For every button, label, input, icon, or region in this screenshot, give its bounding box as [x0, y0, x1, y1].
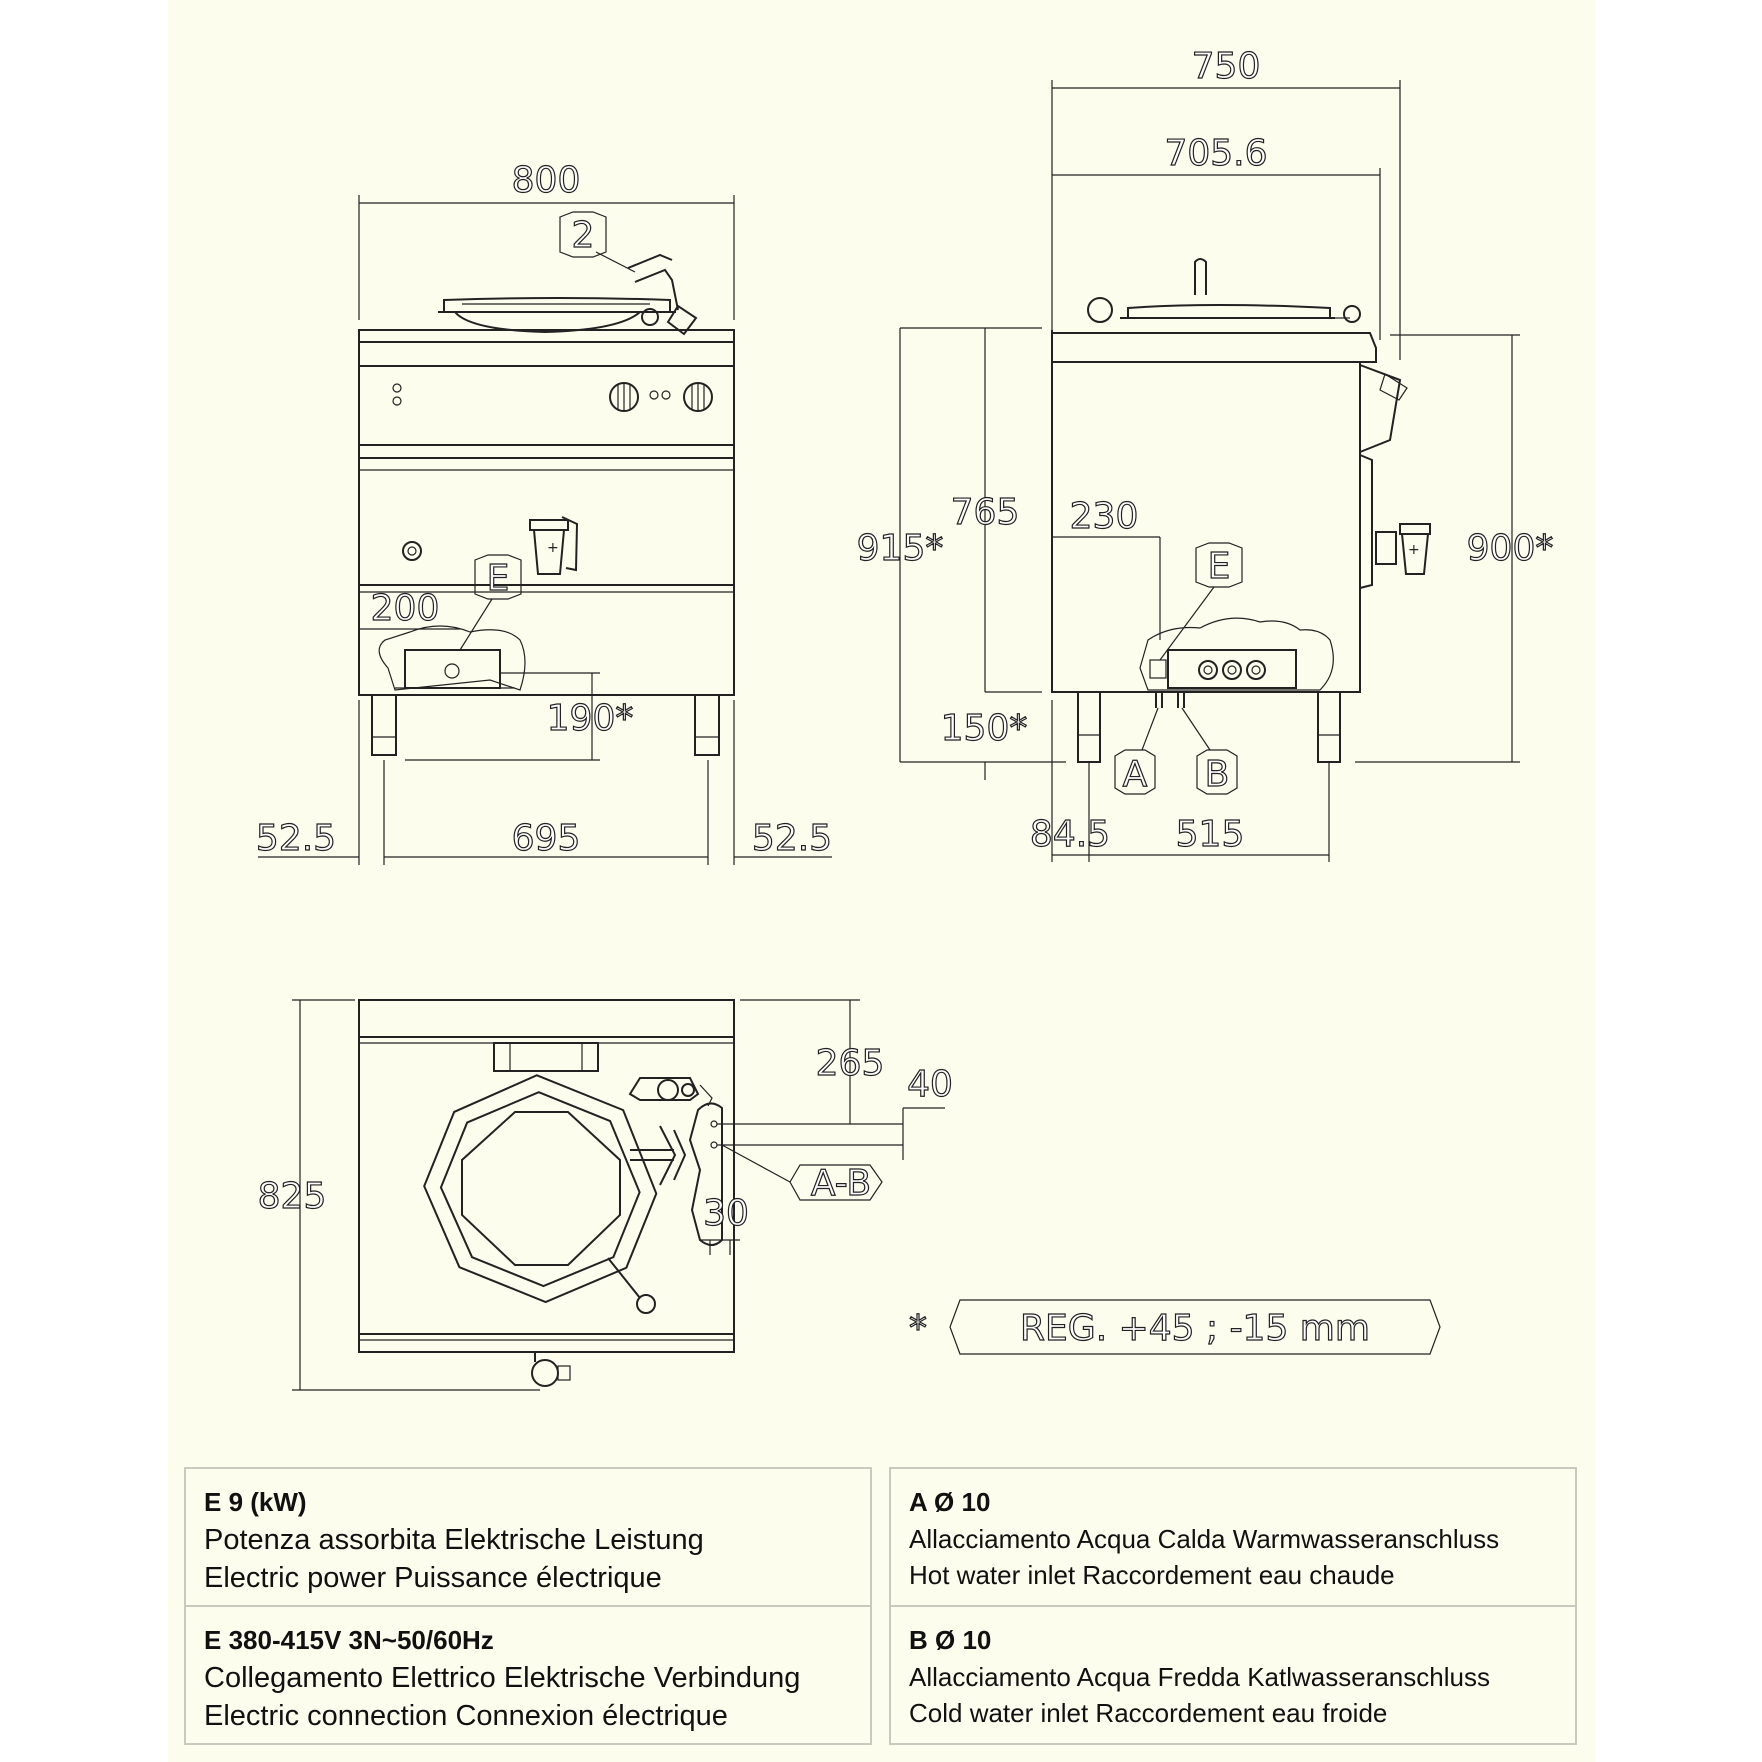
front-dim-leg-span: 695 — [512, 818, 581, 859]
side-callout-A: A — [1123, 754, 1148, 795]
front-dim-width: 800 — [512, 160, 581, 201]
callout-AB-frame — [789, 1164, 883, 1201]
regulation-note: * REG. +45 ; -15 mm — [908, 1299, 1441, 1355]
front-dim-leg-left: 52.5 — [256, 818, 336, 859]
callout-2: 2 — [572, 215, 595, 256]
callout-E-frame — [474, 554, 522, 600]
side-dim-230: 230 — [1070, 496, 1139, 537]
side-dim-depth: 750 — [1192, 46, 1261, 87]
spec-cold-water-line2: Cold water inlet Raccordement eau froide — [909, 1698, 1388, 1728]
front-dim-200: 200 — [371, 588, 440, 629]
top-callout-AB: A-B — [811, 1163, 871, 1204]
spec-electric-line2: Electric connection Connexion électrique — [204, 1700, 728, 1732]
control-knob-left — [609, 382, 639, 412]
spec-power-line2: Electric power Puissance électrique — [204, 1562, 662, 1594]
spec-hot-water-line2: Hot water inlet Raccordement eau chaude — [909, 1560, 1395, 1590]
indicator-light — [392, 383, 402, 393]
side-leg-rear — [1317, 691, 1341, 763]
spec-power: E 9 (kW) Potenza assorbita Elektrische L… — [184, 1467, 872, 1607]
callout-B-frame — [1196, 749, 1238, 795]
front-view: 800 2 — [255, 159, 833, 865]
spec-hot-water-title: A Ø 10 — [909, 1487, 991, 1517]
svg-text:+: + — [547, 540, 559, 556]
side-callout-E: E — [1208, 546, 1231, 587]
spec-electric-title: E 380-415V 3N~50/60Hz — [204, 1625, 494, 1655]
side-view: 750 705.6 + 230 — [856, 45, 1554, 862]
note-text: REG. +45 ; -15 mm — [1020, 1308, 1370, 1349]
spec-cold-water: B Ø 10 Allacciamento Acqua Fredda Katlwa… — [889, 1605, 1577, 1745]
side-dim-150: 150* — [941, 708, 1028, 749]
side-leg-front — [1077, 691, 1101, 763]
spec-hot-water: A Ø 10 Allacciamento Acqua Calda Warmwas… — [889, 1467, 1577, 1607]
spec-power-line1: Potenza assorbita Elektrische Leistung — [204, 1524, 704, 1556]
spec-electric-line1: Collegamento Elettrico Elektrische Verbi… — [204, 1662, 801, 1694]
svg-text:+: + — [1408, 542, 1420, 558]
callout-2-frame — [559, 211, 607, 258]
front-dim-190: 190* — [547, 698, 634, 739]
note-star: * — [909, 1308, 927, 1349]
top-dim-825: 825 — [258, 1176, 327, 1217]
side-drain-valve: + — [1375, 523, 1431, 575]
side-dim-900: 900* — [1467, 528, 1554, 569]
spec-hot-water-line1: Allacciamento Acqua Calda Warmwasseransc… — [909, 1524, 1500, 1554]
side-dim-765: 765 — [951, 492, 1020, 533]
front-callout-E: E — [487, 558, 510, 599]
indicator-light — [392, 396, 402, 406]
side-dim-inner-depth: 705.6 — [1164, 133, 1267, 174]
spec-electric-connection: E 380-415V 3N~50/60Hz Collegamento Elett… — [184, 1605, 872, 1745]
control-knob-right — [683, 382, 713, 412]
spec-power-title: E 9 (kW) — [204, 1487, 307, 1517]
side-callout-E-frame — [1195, 542, 1243, 588]
callout-A-frame — [1114, 749, 1156, 795]
spec-cold-water-line1: Allacciamento Acqua Fredda Katlwasserans… — [909, 1662, 1490, 1692]
side-dim-915: 915* — [857, 528, 944, 569]
spec-cold-water-title: B Ø 10 — [909, 1625, 992, 1655]
top-dim-265: 265 — [816, 1043, 885, 1084]
top-dim-30: 30 — [703, 1193, 749, 1234]
side-dim-84.5: 84.5 — [1030, 814, 1110, 855]
front-leg-left — [371, 694, 397, 756]
side-callout-B: B — [1205, 754, 1230, 795]
front-dim-leg-right: 52.5 — [752, 818, 832, 859]
note-frame — [949, 1299, 1441, 1355]
front-leg-right — [694, 694, 720, 756]
drain-valve: + — [529, 516, 579, 575]
side-dim-515: 515 — [1176, 814, 1245, 855]
top-view: 825 265 40 30 A-B — [257, 999, 954, 1391]
top-dim-40: 40 — [907, 1064, 953, 1105]
